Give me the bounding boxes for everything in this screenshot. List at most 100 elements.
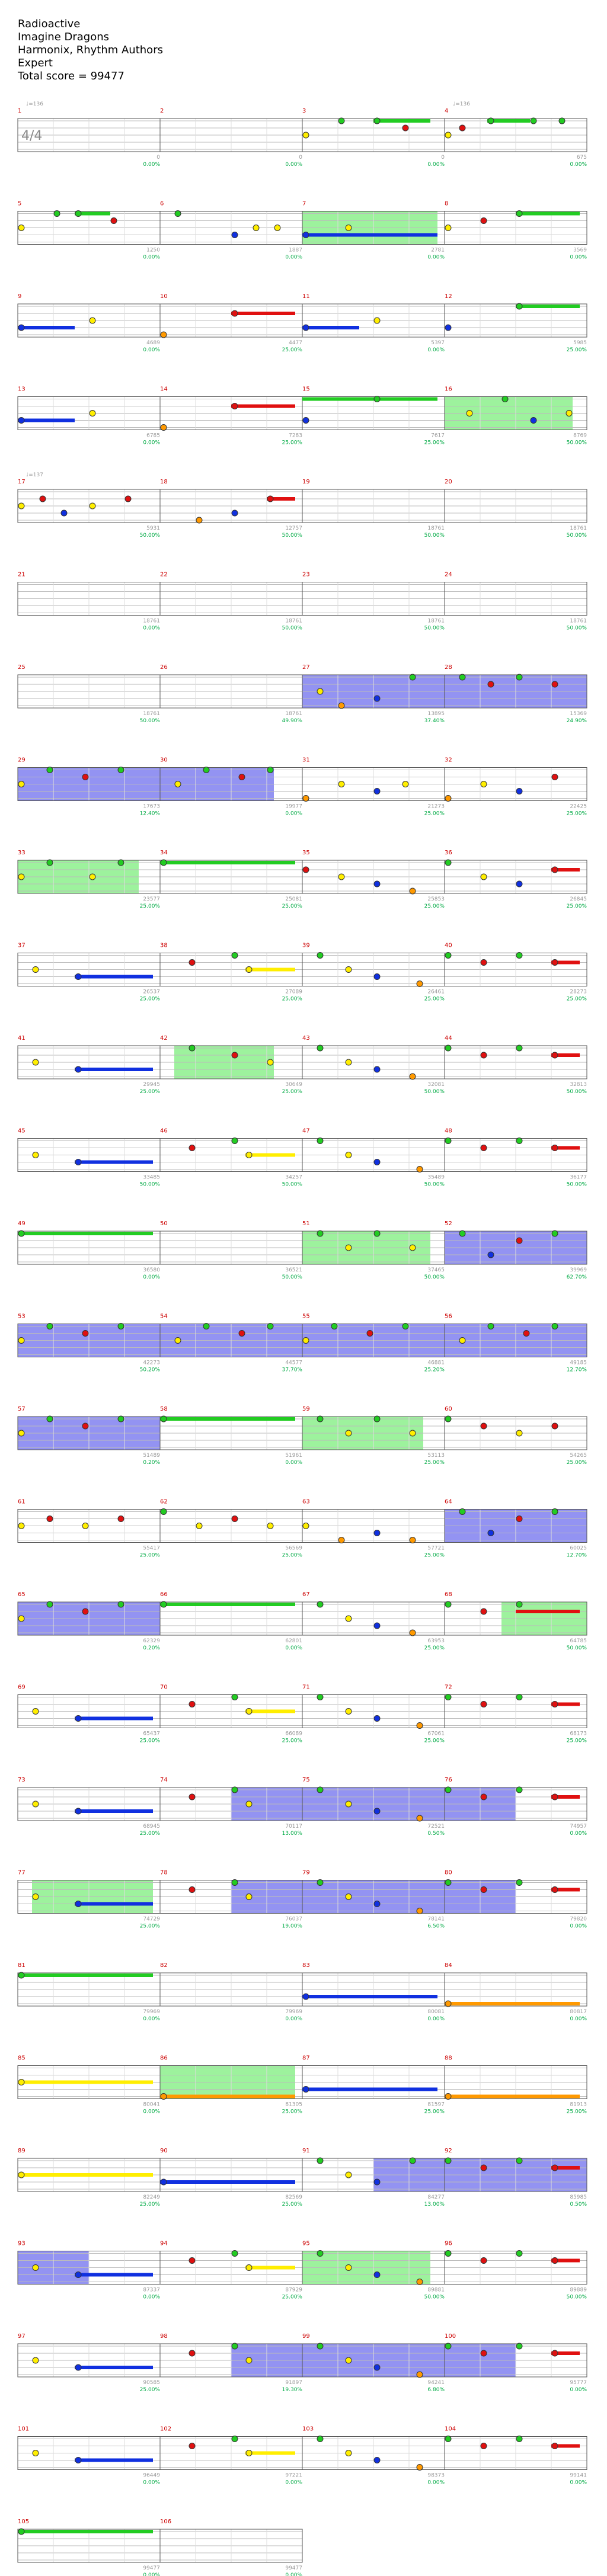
note-yellow — [480, 781, 487, 787]
note-green — [445, 1138, 452, 1144]
note-green — [445, 859, 452, 866]
measure-score: 13895 — [427, 711, 445, 717]
measure-number: 11 — [302, 293, 310, 300]
measure-box — [444, 767, 587, 801]
measure-percent: 37.40% — [424, 718, 445, 724]
measure-score: 12757 — [285, 526, 302, 531]
measure-score: 4689 — [146, 340, 160, 346]
measure-number: 66 — [160, 1591, 168, 1598]
note-red — [189, 959, 196, 966]
note-yellow — [345, 1244, 352, 1251]
note-blue — [373, 695, 381, 702]
measure-number: 25 — [18, 664, 25, 671]
measure-score: 30649 — [285, 1082, 302, 1088]
measure-score: 55417 — [143, 1546, 160, 1552]
note-green — [445, 1786, 452, 1793]
note-yellow — [302, 1523, 309, 1529]
sustain-red — [551, 2166, 580, 2170]
note-blue — [75, 2271, 82, 2278]
note-red — [480, 2443, 487, 2449]
measure-number: 68 — [445, 1591, 452, 1598]
note-blue — [75, 1066, 82, 1073]
measure-score: 29945 — [143, 1082, 160, 1088]
measure-score: 35489 — [427, 1175, 445, 1181]
note-green — [516, 2157, 523, 2164]
note-blue — [516, 880, 523, 887]
measure-percent: 0.00% — [285, 2016, 302, 2022]
note-orange — [416, 1166, 423, 1172]
note-yellow — [402, 781, 409, 787]
measure-percent: 0.00% — [570, 1831, 587, 1837]
tempo-marker: ♩=137 — [26, 472, 43, 478]
note-yellow — [18, 1337, 25, 1344]
measure-percent: 25.00% — [424, 997, 445, 1002]
note-green — [373, 1230, 381, 1237]
note-red — [480, 217, 487, 224]
measure-score: 89881 — [427, 2287, 445, 2293]
measure-score: 72521 — [427, 1824, 445, 1830]
note-red — [523, 1330, 530, 1337]
sustain-red — [551, 1888, 580, 1892]
measure-number: 39 — [302, 943, 310, 949]
measure-number: 55 — [302, 1313, 310, 1320]
note-yellow — [253, 225, 260, 231]
measure-percent: 25.00% — [282, 997, 303, 1002]
measure-box — [444, 1880, 587, 1914]
measure-score: 95777 — [570, 2380, 587, 2386]
note-yellow — [245, 2264, 253, 2271]
sustain-red — [551, 2351, 580, 2355]
note-blue — [18, 324, 25, 331]
measure-score: 1887 — [289, 248, 302, 254]
note-green — [501, 396, 509, 402]
measure-score: 79969 — [143, 2009, 160, 2015]
note-yellow — [32, 2264, 39, 2271]
sustain-red — [551, 1702, 580, 1706]
note-green — [203, 1323, 210, 1329]
note-yellow — [245, 966, 253, 973]
note-red — [480, 2164, 487, 2171]
note-blue — [75, 973, 82, 980]
measure-score: 91897 — [285, 2380, 302, 2386]
note-blue — [302, 417, 309, 424]
measure-number: 31 — [302, 757, 310, 764]
sustain-red — [551, 2444, 580, 2448]
measure-score: 46881 — [427, 1360, 445, 1366]
note-green — [317, 1601, 324, 1608]
note-green — [551, 1230, 558, 1237]
measure-score: 0 — [156, 155, 160, 161]
note-red — [480, 2257, 487, 2264]
measure-box — [444, 1509, 587, 1543]
note-green — [231, 1138, 238, 1144]
note-green — [338, 117, 345, 124]
measure-percent: 25.00% — [567, 2109, 587, 2115]
measure-number: 14 — [160, 386, 168, 393]
note-red — [516, 1237, 523, 1244]
measure-number: 71 — [302, 1684, 310, 1691]
measure-score: 62801 — [285, 1638, 302, 1644]
measure-score: 82569 — [285, 2194, 302, 2200]
sustain-blue — [75, 975, 153, 979]
note-yellow — [459, 1337, 466, 1344]
note-orange — [445, 2000, 452, 2007]
measure-number: 97 — [18, 2333, 25, 2340]
note-yellow — [18, 781, 25, 787]
measure-score: 87337 — [143, 2287, 160, 2293]
measure-box — [444, 211, 587, 245]
note-yellow — [516, 1430, 523, 1437]
note-green — [231, 952, 238, 959]
note-green — [445, 1415, 452, 1422]
